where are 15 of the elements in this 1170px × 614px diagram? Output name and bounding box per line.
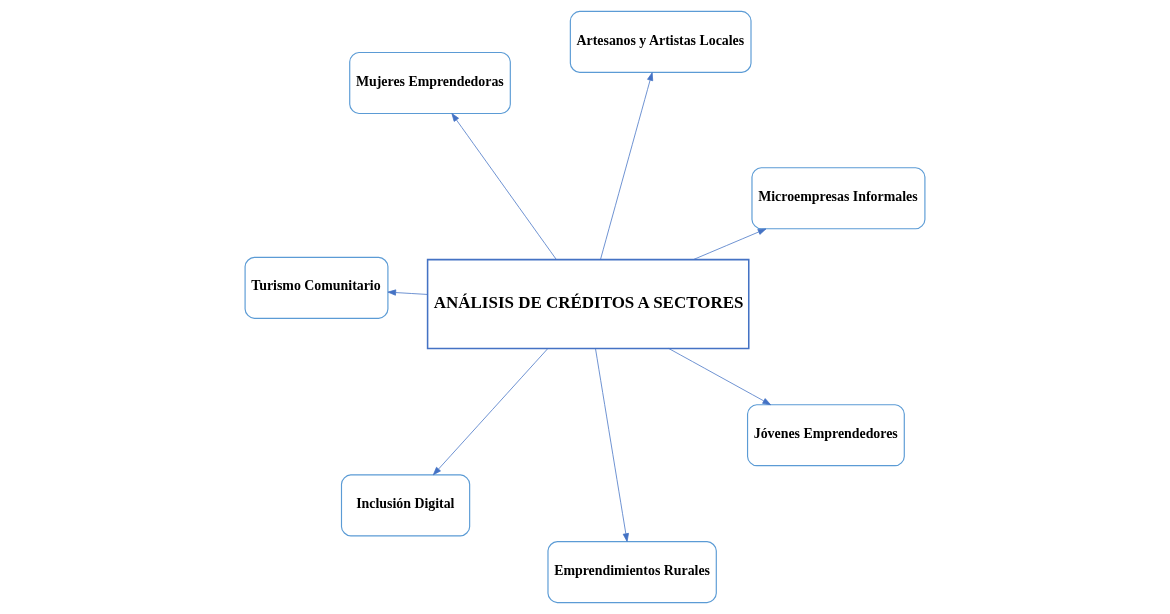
arrow — [432, 348, 549, 476]
node-box: Turismo Comunitario — [244, 256, 389, 319]
node-box: Microempresas Informales — [751, 167, 926, 230]
node-box: Emprendimientos Rurales — [547, 541, 717, 604]
arrow — [600, 72, 654, 260]
node-box: Artesanos y Artistas Locales — [569, 10, 752, 73]
arrow — [668, 348, 771, 406]
node-box: Jóvenes Emprendedores — [746, 404, 905, 467]
arrow — [451, 113, 557, 260]
arrow — [387, 289, 428, 296]
arrow — [692, 228, 767, 260]
node-box: ANÁLISIS DE CRÉDITOS A SECTORES — [426, 258, 750, 350]
node-box: Mujeres Emprendedoras — [349, 51, 511, 115]
node-box: Inclusión Digital — [340, 474, 471, 537]
arrow — [595, 348, 629, 542]
